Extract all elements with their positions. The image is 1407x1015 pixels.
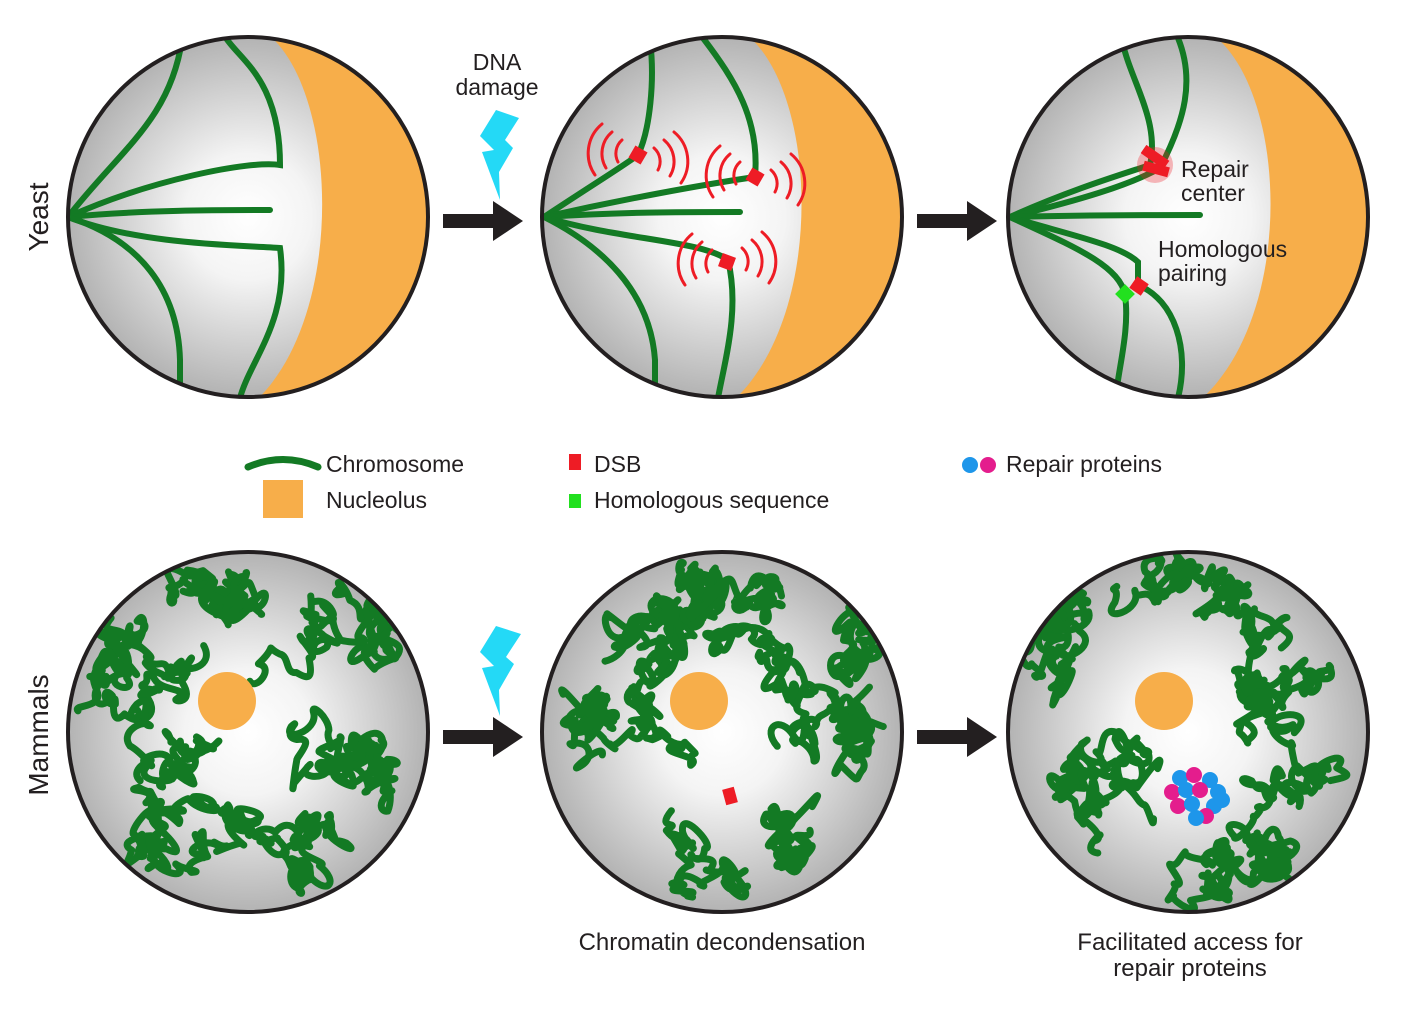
- dsb: [718, 253, 736, 271]
- dsb: [628, 145, 648, 165]
- chromatin-fiber: [767, 683, 876, 758]
- legend-repair-protein-blue: [962, 457, 978, 473]
- repair-protein-blue: [1184, 796, 1200, 812]
- repair-protein-blue: [1188, 810, 1204, 826]
- caption-facilitated-access-line2: repair proteins: [1113, 955, 1266, 982]
- repair-protein-cluster: [1164, 767, 1230, 826]
- legend: Chromosome Nucleolus DSB Homologous sequ…: [244, 451, 1162, 518]
- repair-protein-blue: [1214, 792, 1230, 808]
- yeast-nucleus-repair: [1006, 35, 1370, 399]
- yeast-nucleus-damaged: [540, 35, 904, 399]
- dsb: [1140, 144, 1170, 170]
- chromatin-fiber: [558, 685, 617, 772]
- row-label-yeast: Yeast: [23, 182, 54, 251]
- arrow-mammals-2: [917, 717, 997, 757]
- row-label-mammals: Mammals: [23, 674, 54, 795]
- legend-dsb-label: DSB: [594, 451, 641, 477]
- dsb: [1129, 276, 1149, 296]
- chromatin-fiber: [1046, 728, 1164, 804]
- chromatin-fiber: [72, 594, 191, 684]
- repair-center-label-line2: center: [1181, 180, 1245, 206]
- homologous-pairing-label-line1: Homologous: [1158, 236, 1287, 262]
- mammal-nucleus-decondensed: [540, 550, 904, 914]
- chromosome-group: [68, 37, 285, 397]
- repair-protein-magenta: [1192, 782, 1208, 798]
- nucleolus: [198, 672, 256, 730]
- chromatin-fiber: [1233, 688, 1351, 790]
- caption-facilitated-access-line1: Facilitated access for: [1077, 929, 1302, 956]
- nucleolus: [670, 672, 728, 730]
- dna-damage-label-line2: damage: [455, 74, 538, 100]
- dsb-marks: [1129, 144, 1170, 296]
- legend-homologous-sequence-swatch: [569, 494, 581, 508]
- chromatin-fiber: [827, 600, 888, 688]
- dsb: [745, 167, 765, 187]
- nucleolus: [1135, 672, 1193, 730]
- arrow-yeast-2: [917, 201, 997, 241]
- nucleolus: [245, 37, 428, 397]
- chromatin-fiber: [662, 807, 752, 901]
- repair-protein-magenta: [1164, 784, 1180, 800]
- chromatin-fiber: [286, 705, 388, 793]
- legend-chromosome-label: Chromosome: [326, 451, 464, 477]
- legend-dsb-swatch: [569, 454, 581, 470]
- caption-chromatin-decondensation: Chromatin decondensation: [579, 929, 866, 956]
- nucleolus: [722, 37, 902, 397]
- dsb: [722, 786, 738, 806]
- chromatin-fiber: [1051, 753, 1158, 857]
- arrow-mammals-1: [443, 717, 523, 757]
- chromatin-fiber: [144, 801, 264, 878]
- chromatin-fiber: [685, 564, 786, 626]
- legend-nucleolus-label: Nucleolus: [326, 487, 427, 513]
- repair-protein-blue: [1172, 770, 1188, 786]
- chromatin-fiber: [250, 810, 355, 897]
- lightning-icon: [480, 626, 521, 716]
- legend-homologous-sequence-label: Homologous sequence: [594, 487, 829, 513]
- repair-protein-magenta: [1186, 767, 1202, 783]
- dsb-marks: [628, 145, 765, 271]
- chromatin-fiber: [702, 622, 816, 710]
- chromatin-fiber: [601, 596, 689, 679]
- lightning-icon: [480, 110, 519, 200]
- repair-protein-blue: [1178, 782, 1194, 798]
- legend-repair-proteins-label: Repair proteins: [1006, 451, 1162, 477]
- yeast-nucleus-undamaged: [66, 35, 430, 399]
- legend-chromosome-swatch: [244, 456, 322, 471]
- chromatin-fiber: [1108, 564, 1242, 621]
- dsb: [1142, 160, 1170, 178]
- chromatin-fiber: [1232, 826, 1301, 888]
- legend-repair-protein-magenta: [980, 457, 996, 473]
- mammal-nucleus-undamaged: [66, 550, 430, 914]
- damage-signal-arcs: [586, 122, 807, 287]
- nucleolus: [1188, 37, 1368, 397]
- legend-nucleolus-swatch: [263, 480, 303, 518]
- chromatin-fiber: [760, 792, 822, 876]
- homologous-pairing-label-line2: pairing: [1158, 260, 1227, 286]
- chromatin-fiber: [124, 697, 223, 791]
- chromatin-fiber: [246, 592, 391, 688]
- homologous-sequence: [1115, 284, 1135, 304]
- dna-damage-label-line1: DNA: [473, 49, 522, 75]
- repair-center-label-line1: Repair: [1181, 156, 1249, 182]
- mammal-nucleus-repair-access: [1006, 550, 1370, 914]
- chromatin-fiber: [625, 592, 698, 720]
- arrow-yeast-1: [443, 201, 523, 241]
- repair-protein-blue: [1202, 772, 1218, 788]
- repair-protein-magenta: [1170, 798, 1186, 814]
- chromatin-fiber: [1164, 837, 1245, 912]
- chromatin-fiber: [163, 565, 269, 629]
